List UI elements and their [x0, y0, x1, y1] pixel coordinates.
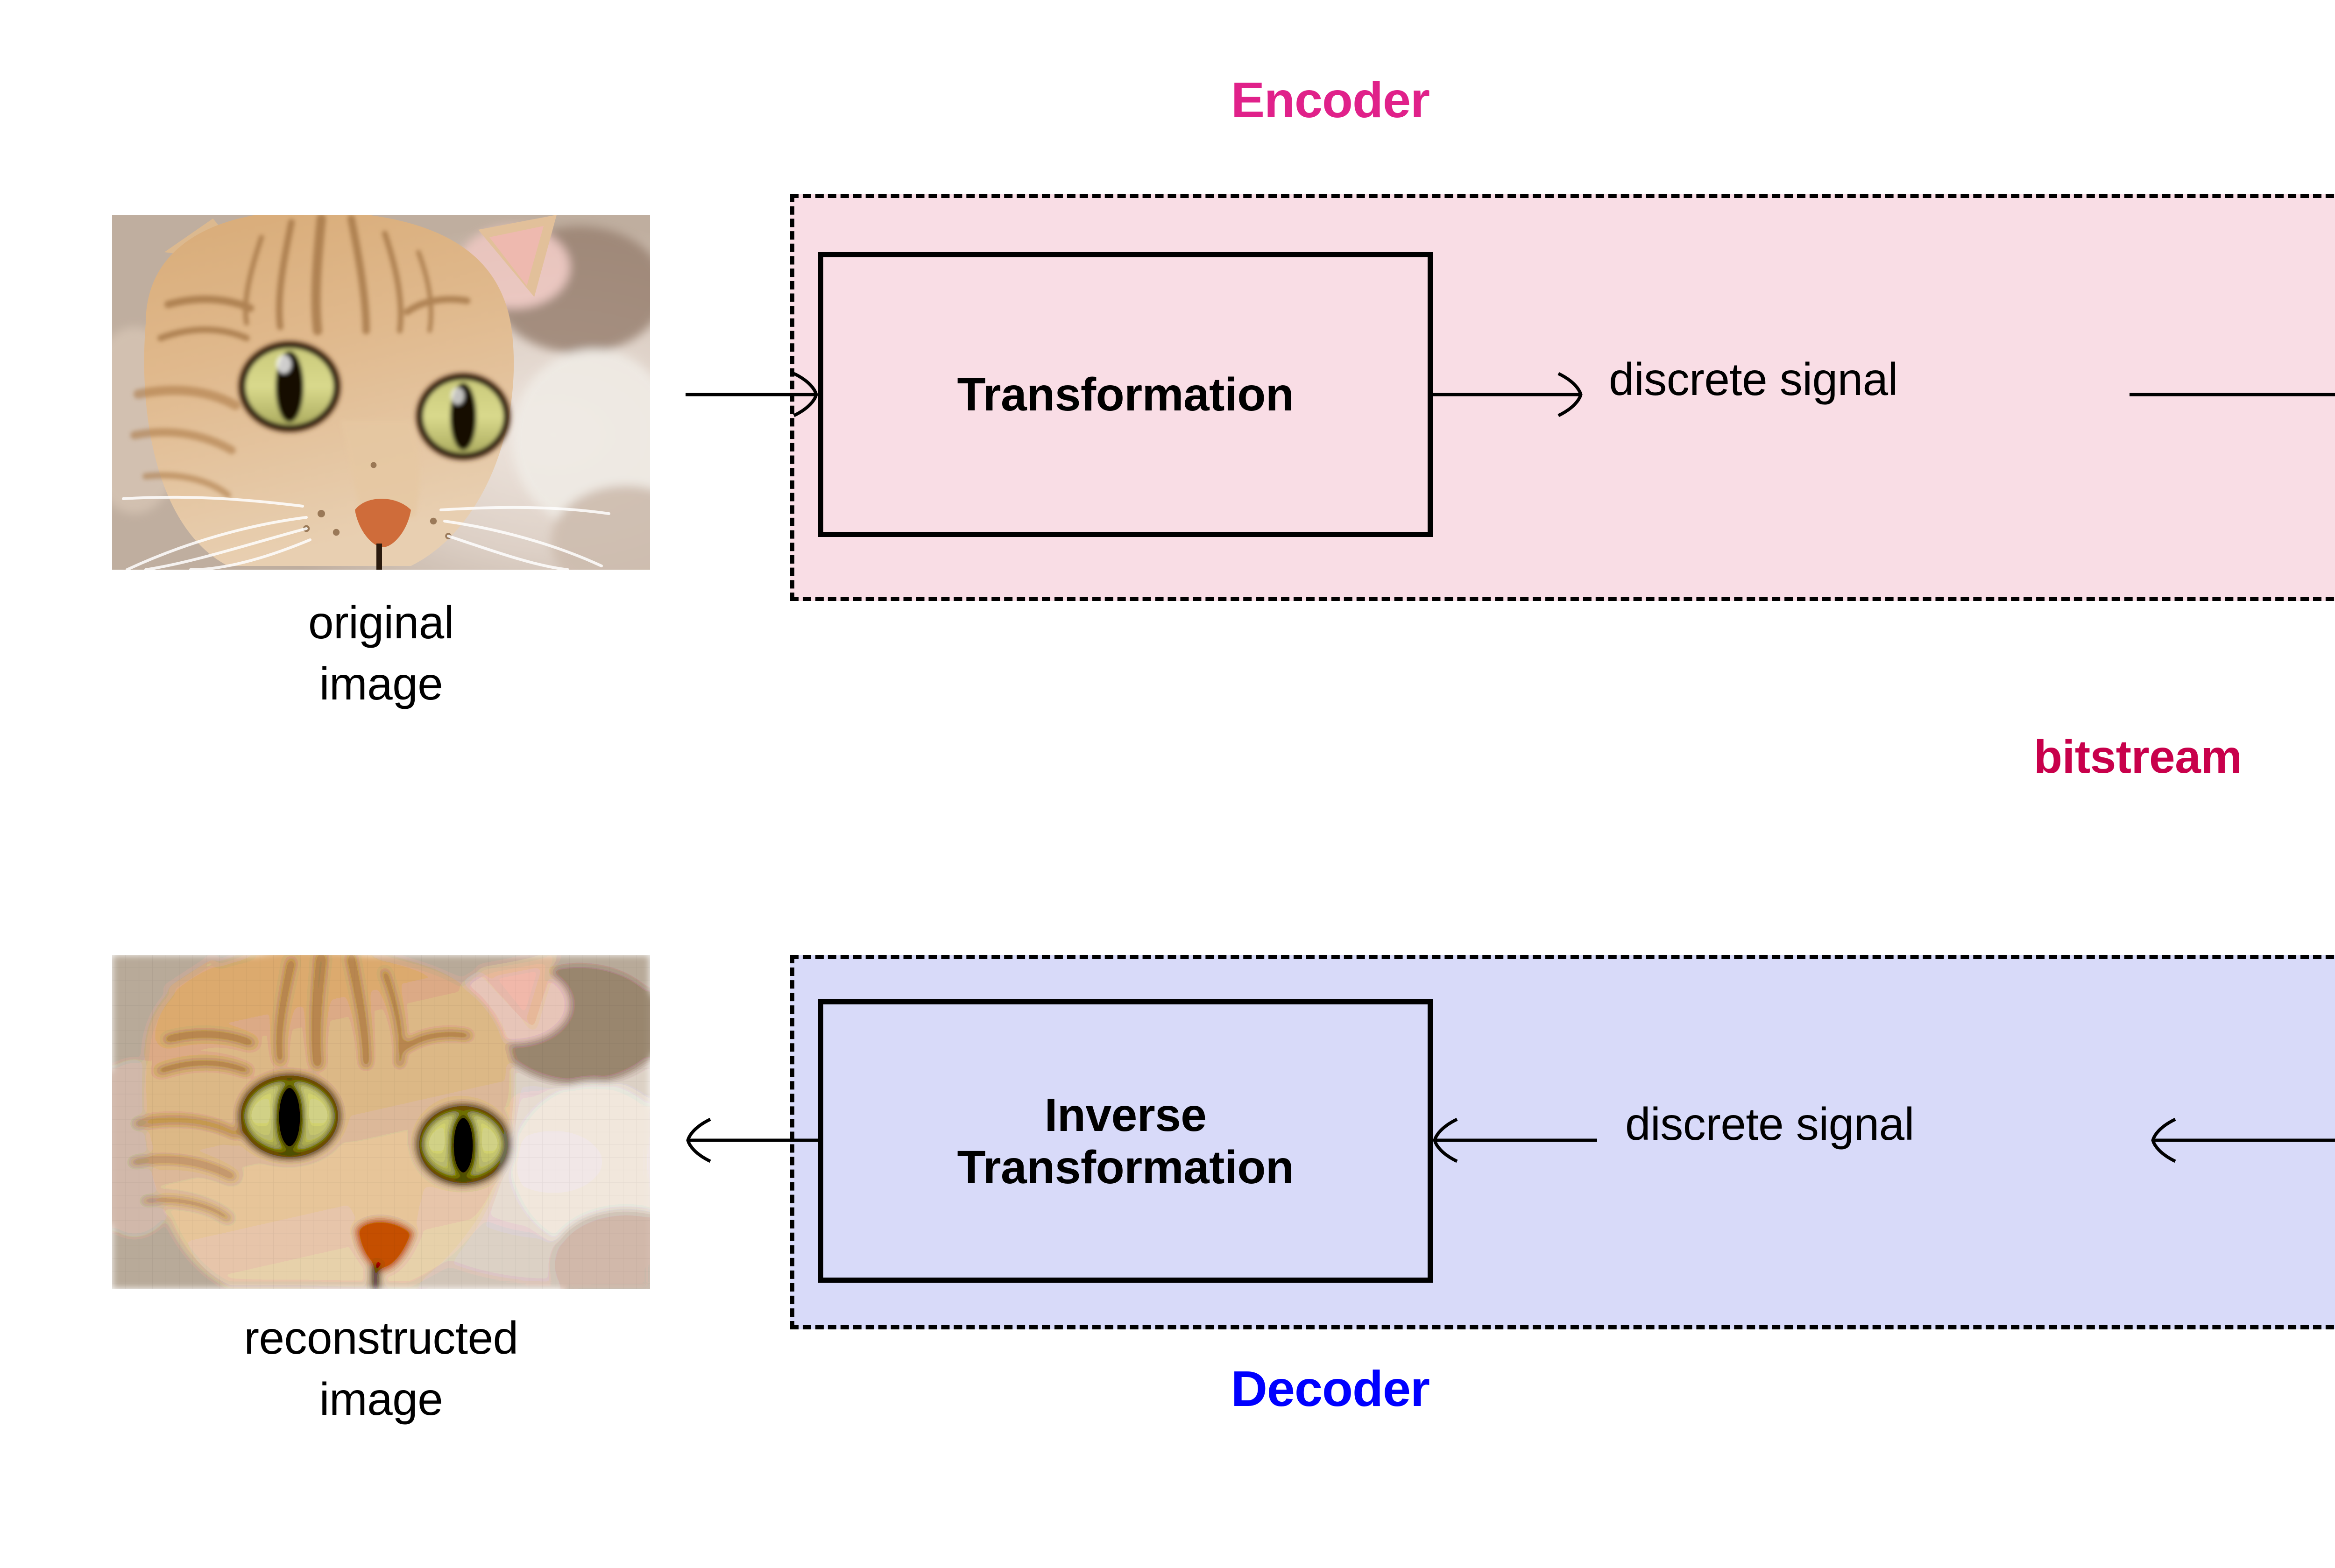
reconstructed-cat-photo — [112, 955, 650, 1289]
decoder-discrete-signal-label: discrete signal — [1625, 1098, 1914, 1150]
original-caption-line2: image — [319, 658, 443, 710]
decoder-title: Decoder — [1231, 1360, 1430, 1417]
transformation-label: Transformation — [957, 368, 1294, 421]
transformation-block[interactable]: Transformation — [818, 252, 1433, 537]
encoder-title: Encoder — [1231, 71, 1430, 128]
inverse-transformation-block[interactable]: Inverse Transformation — [818, 999, 1433, 1283]
decoder-region — [790, 955, 2335, 1329]
original-caption-line1: original — [308, 597, 454, 648]
reconstructed-image — [112, 955, 650, 1289]
reconstructed-caption-line2: image — [319, 1373, 443, 1425]
original-image-caption: original image — [112, 592, 650, 715]
bitstream-label: bitstream — [2034, 731, 2242, 783]
original-image — [112, 215, 650, 570]
inverse-transformation-label-line1: Inverse — [1044, 1088, 1207, 1141]
reconstructed-caption-line1: reconstructed — [244, 1312, 518, 1363]
encoder-discrete-signal-label: discrete signal — [1609, 353, 1898, 405]
inverse-transformation-label-line2: Transformation — [957, 1141, 1294, 1194]
original-cat-photo — [112, 215, 650, 570]
reconstructed-image-caption: reconstructed image — [112, 1307, 650, 1430]
